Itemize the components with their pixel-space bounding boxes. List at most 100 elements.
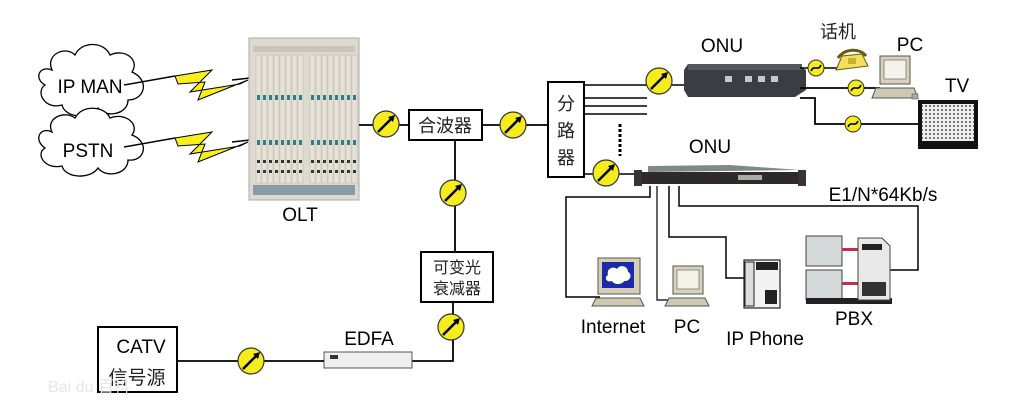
olt-port-indicator	[329, 95, 332, 100]
olt-port-indicator	[269, 95, 272, 100]
olt-port	[293, 160, 296, 163]
olt-port-indicator	[335, 140, 338, 145]
fiber-connector-icon	[236, 346, 266, 376]
olt-port	[311, 170, 314, 173]
olt-port-indicator	[263, 95, 266, 100]
pbx-icon: PBX	[805, 235, 892, 330]
pc-top-icon: PC	[871, 35, 923, 100]
cloud-ip-man: IP MAN	[38, 43, 144, 117]
fiber-connector-icon	[644, 66, 674, 96]
olt-port	[257, 160, 260, 163]
olt-port-indicator	[299, 140, 302, 145]
fiber-connector-icon	[371, 109, 401, 139]
olt-port-indicator	[323, 140, 326, 145]
olt-port-indicator	[353, 140, 356, 145]
olt-port	[299, 160, 302, 163]
cloud-pstn: PSTN	[38, 107, 144, 177]
olt-port-indicator	[293, 95, 296, 100]
olt-port	[311, 160, 314, 163]
olt-slot-card	[327, 54, 334, 184]
edfa-amplifier: EDFA	[323, 329, 413, 369]
olt-port	[341, 170, 344, 173]
splitter-label-3: 器	[557, 148, 575, 169]
olt-port-indicator	[353, 95, 356, 100]
pc-top-label: PC	[897, 35, 923, 56]
link-ip-man-olt	[123, 69, 251, 101]
olt-slot-card	[339, 54, 346, 184]
olt-port-indicator	[317, 95, 320, 100]
attenuator-box: 可变光 衰减器	[420, 251, 494, 303]
olt-port-indicator	[257, 140, 260, 145]
olt-port	[263, 170, 266, 173]
edfa-label: EDFA	[344, 329, 394, 350]
olt-port-indicator	[317, 140, 320, 145]
olt-port	[353, 170, 356, 173]
olt-port	[329, 170, 332, 173]
olt-port-indicator	[341, 140, 344, 145]
olt-port-indicator	[263, 140, 266, 145]
fiber-connector-icon	[438, 178, 468, 208]
tv-label: TV	[945, 76, 970, 97]
olt-port-indicator	[287, 140, 290, 145]
pbx-label: PBX	[835, 309, 873, 330]
olt-port	[269, 160, 272, 163]
olt-port-indicator	[311, 95, 314, 100]
combiner-label: 合波器	[418, 116, 472, 137]
catv-source-box: CATV 信号源	[97, 326, 178, 393]
olt-port-indicator	[299, 95, 302, 100]
olt-port	[323, 170, 326, 173]
ip-phone-icon: IP Phone	[726, 259, 804, 350]
olt-slot-card	[267, 54, 274, 184]
fiber-connector-icon	[591, 158, 621, 188]
olt-slot-card	[309, 54, 316, 184]
olt-port	[269, 170, 272, 173]
olt-port	[317, 160, 320, 163]
olt-slot-card	[315, 54, 322, 184]
olt-port	[323, 160, 326, 163]
attenuator-label-2: 衰减器	[433, 279, 481, 298]
onu-top-label: ONU	[701, 36, 743, 57]
olt-port-indicator	[275, 140, 278, 145]
olt-slot-card	[279, 54, 286, 184]
olt-port	[293, 170, 296, 173]
phone-label: 话机	[820, 22, 856, 43]
olt-port	[263, 160, 266, 163]
onu-bottom-label: ONU	[689, 137, 731, 158]
olt-slot-card	[345, 54, 352, 184]
olt-port	[281, 170, 284, 173]
splitter-label-1: 分	[557, 94, 575, 115]
splitter-outputs	[584, 84, 686, 175]
cloud-pstn-label: PSTN	[63, 141, 114, 162]
olt-port-indicator	[341, 95, 344, 100]
olt-port-indicator	[347, 95, 350, 100]
onu-top: ONU	[684, 36, 806, 97]
combiner-box: 合波器	[408, 109, 483, 141]
olt-slot-card	[297, 54, 304, 184]
olt-port-indicator	[281, 95, 284, 100]
olt-port-indicator	[257, 95, 260, 100]
attenuator-label-1: 可变光	[433, 258, 481, 277]
pc-bottom-icon: PC	[664, 265, 710, 338]
olt-port	[281, 160, 284, 163]
olt-slot-card	[261, 54, 268, 184]
olt-slot-card	[333, 54, 340, 184]
olt-port-indicator	[287, 95, 290, 100]
catv-label: CATV	[116, 337, 166, 358]
olt-port	[299, 170, 302, 173]
tv-icon: TV	[918, 76, 978, 149]
electrical-connector-icon	[807, 59, 825, 77]
electrical-connector-icon	[844, 115, 862, 133]
olt-port-indicator	[269, 140, 272, 145]
olt-port	[341, 160, 344, 163]
olt-port	[275, 160, 278, 163]
fiber-connector-icon	[498, 110, 528, 140]
olt-port-indicator	[323, 95, 326, 100]
olt-port-indicator	[335, 95, 338, 100]
olt-port	[257, 170, 260, 173]
splitter-box: 分 路 器	[547, 81, 585, 178]
olt-port	[275, 170, 278, 173]
olt-port	[347, 170, 350, 173]
watermark: Bai du 百科	[48, 378, 130, 396]
fiber-connector-icon	[436, 312, 466, 342]
electrical-connector-icon	[847, 79, 865, 97]
